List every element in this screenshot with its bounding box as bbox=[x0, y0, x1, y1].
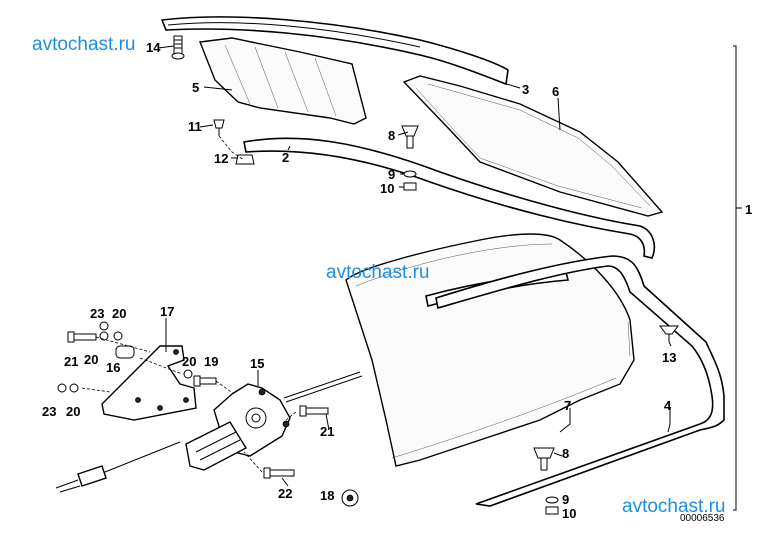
watermark-bottom-right: avtochast.ru bbox=[622, 496, 726, 517]
nut-10-lower bbox=[545, 506, 559, 515]
washer-9-upper bbox=[403, 170, 417, 178]
callout-23-b: 23 bbox=[42, 404, 56, 419]
quarter-frame-seal bbox=[435, 255, 725, 507]
cable-connector bbox=[55, 465, 107, 493]
screw-8-lower bbox=[533, 447, 555, 471]
bolt-13 bbox=[659, 325, 679, 342]
screw-8-upper bbox=[401, 125, 419, 149]
callout-12: 12 bbox=[214, 151, 228, 166]
callout-23-a: 23 bbox=[90, 306, 104, 321]
callout-9-lower: 9 bbox=[562, 492, 569, 507]
washer-20-b bbox=[113, 331, 123, 341]
screw-14 bbox=[171, 35, 185, 60]
mounting-bracket bbox=[101, 345, 197, 421]
watermark-top-left: avtochast.ru bbox=[32, 34, 136, 55]
washer-20-a bbox=[99, 331, 109, 341]
callout-16: 16 bbox=[106, 360, 120, 375]
callout-7: 7 bbox=[564, 398, 571, 413]
callout-1: 1 bbox=[745, 202, 752, 217]
clip-11 bbox=[213, 119, 225, 136]
bolt-22 bbox=[263, 467, 295, 479]
bolt-21-left bbox=[67, 331, 97, 343]
window-motor bbox=[185, 383, 291, 471]
callout-18: 18 bbox=[320, 488, 334, 503]
drawing-number: 00006536 bbox=[680, 513, 725, 524]
callout-8-upper: 8 bbox=[388, 128, 395, 143]
callout-20-c: 20 bbox=[66, 404, 80, 419]
callout-8-lower: 8 bbox=[562, 446, 569, 461]
nut-10-upper bbox=[403, 182, 417, 191]
nut-23-b bbox=[57, 383, 67, 393]
spacer-16 bbox=[115, 345, 135, 359]
window-blind bbox=[199, 37, 367, 125]
callout-11: 11 bbox=[188, 119, 202, 134]
callout-15: 15 bbox=[250, 356, 264, 371]
callout-4: 4 bbox=[664, 398, 672, 413]
clip-18 bbox=[341, 489, 359, 507]
bolt-19 bbox=[193, 375, 217, 387]
callout-14: 14 bbox=[146, 40, 161, 55]
callout-20-a: 20 bbox=[112, 306, 126, 321]
bolt-21-right bbox=[299, 405, 329, 417]
callout-21-right: 21 bbox=[320, 424, 334, 439]
callout-10-lower: 10 bbox=[562, 506, 576, 521]
rear-window-glass bbox=[402, 75, 664, 217]
callout-9-upper: 9 bbox=[388, 167, 395, 182]
callout-6: 6 bbox=[552, 84, 559, 99]
callout-21-left: 21 bbox=[64, 354, 78, 369]
callout-22: 22 bbox=[278, 486, 292, 501]
nut-23-a bbox=[99, 321, 109, 331]
watermark-center: avtochast.ru bbox=[326, 262, 430, 283]
washer-20-c bbox=[69, 383, 79, 393]
callout-10-upper: 10 bbox=[380, 181, 394, 196]
callout-3: 3 bbox=[522, 82, 529, 97]
washer-20-d bbox=[183, 369, 193, 379]
washer-9-lower bbox=[545, 496, 559, 504]
callout-19: 19 bbox=[204, 354, 218, 369]
clip-12 bbox=[235, 154, 255, 165]
quarter-window-glass bbox=[345, 233, 635, 467]
callout-5: 5 bbox=[192, 80, 199, 95]
callout-2: 2 bbox=[282, 150, 289, 165]
callout-20-b: 20 bbox=[84, 352, 98, 367]
callout-17: 17 bbox=[160, 304, 174, 319]
callout-20-d: 20 bbox=[182, 354, 196, 369]
callout-13: 13 bbox=[662, 350, 676, 365]
